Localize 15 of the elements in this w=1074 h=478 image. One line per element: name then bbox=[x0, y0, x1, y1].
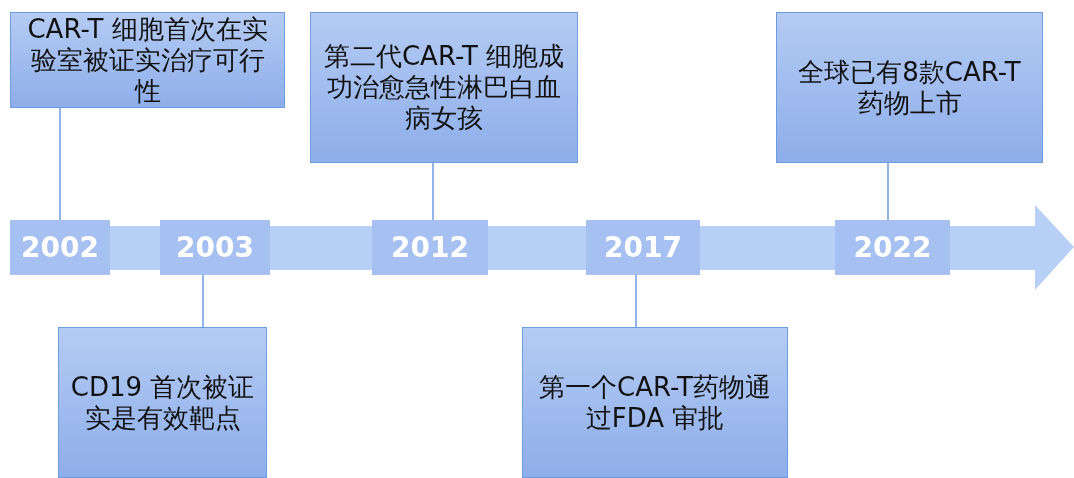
event-box: 第二代CAR-T 细胞成功治愈急性淋巴白血病女孩 bbox=[310, 12, 578, 163]
year-label: 2012 bbox=[372, 220, 488, 275]
leader-line bbox=[887, 162, 889, 221]
event-box: 全球已有8款CAR-T药物上市 bbox=[776, 12, 1043, 163]
leader-line bbox=[635, 274, 637, 328]
leader-line bbox=[432, 162, 434, 221]
event-box: CAR-T 细胞首次在实验室被证实治疗可行性 bbox=[10, 12, 285, 108]
leader-line bbox=[59, 107, 61, 221]
event-box: CD19 首次被证实是有效靶点 bbox=[58, 327, 267, 478]
year-label: 2017 bbox=[586, 220, 700, 275]
leader-line bbox=[202, 274, 204, 328]
year-label: 2002 bbox=[10, 220, 110, 275]
event-box: 第一个CAR-T药物通过FDA 审批 bbox=[522, 327, 788, 478]
year-label: 2022 bbox=[835, 220, 950, 275]
year-label: 2003 bbox=[160, 220, 270, 275]
